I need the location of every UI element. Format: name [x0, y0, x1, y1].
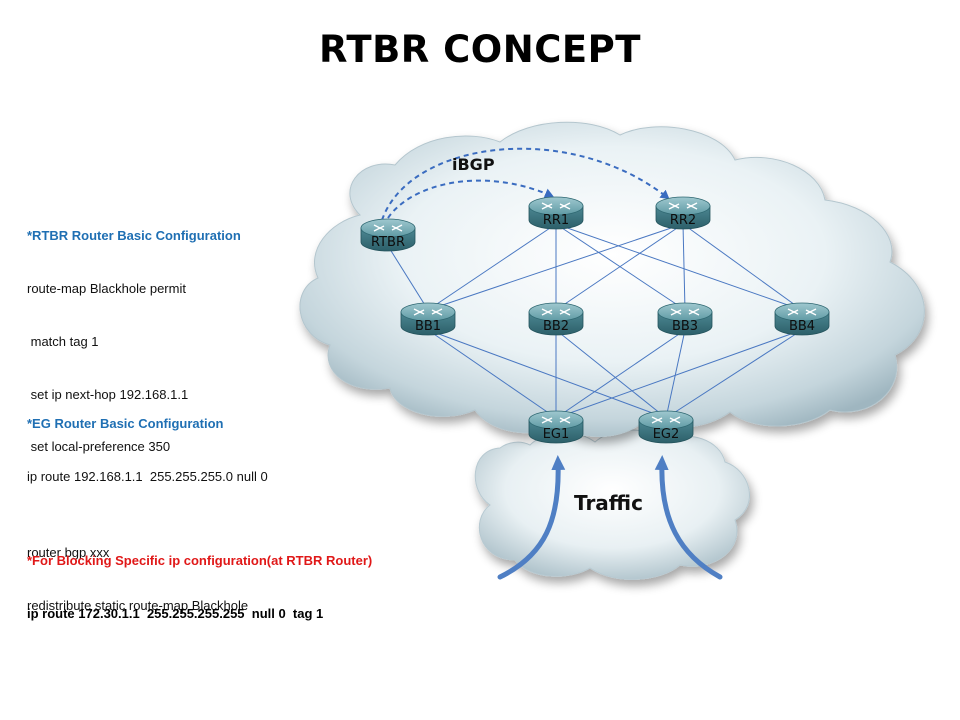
router-label: BB2 [543, 319, 569, 334]
router-label: EG2 [653, 427, 680, 442]
link-bb1-eg1 [427, 329, 557, 419]
router-label: BB1 [415, 319, 441, 334]
router-arrows-icon [541, 308, 571, 316]
link-rr2-bb2 [555, 223, 684, 311]
router-arrows-icon [670, 308, 700, 316]
router-arrows-icon [787, 308, 817, 316]
backbone-cloud [299, 121, 925, 437]
router-arrows-icon [668, 202, 698, 210]
rtbr-config-line: router bgp xxx [27, 544, 110, 560]
router-rtbr: RTBR [360, 218, 416, 252]
router-arrows-icon [651, 416, 681, 424]
router-arrows-icon [541, 202, 571, 210]
rtbr-config-line: route-map Blackhole permit [27, 280, 186, 296]
link-rr2-bb3 [682, 223, 686, 311]
traffic-arrow-eg2 [654, 455, 723, 580]
router-label: BB4 [789, 319, 815, 334]
ibgp-session-rtbr-rr1 [387, 179, 554, 219]
traffic-arrow-eg1 [497, 455, 566, 580]
ibgp-label: iBGP [452, 155, 495, 174]
network-links [387, 223, 803, 419]
router-rr2: RR2 [655, 196, 711, 230]
block-config-block: *For Blocking Specific ip configuration(… [27, 517, 372, 640]
eg-config-block: *EG Router Basic Configuration ip route … [27, 380, 268, 503]
link-bb4-eg2 [665, 329, 803, 419]
link-bb3-eg2 [665, 329, 686, 419]
link-rtbr-bb1 [387, 245, 429, 311]
rtbr-config-header: *RTBR Router Basic Configuration [27, 228, 241, 244]
page-title: RTBR CONCEPT [319, 28, 641, 71]
rtbr-config-line: match tag 1 [27, 333, 99, 349]
link-bb1-eg2 [427, 329, 667, 419]
rtbr-config-line: redistribute static route-map Blackhole [27, 597, 249, 613]
router-label: RR1 [543, 213, 569, 228]
router-label: BB3 [672, 319, 698, 334]
rtbr-config-line: set ip next-hop 192.168.1.1 [27, 386, 189, 402]
router-label: EG1 [543, 427, 570, 442]
block-config-header: *For Blocking Specific ip configuration(… [27, 553, 373, 569]
router-bb2: BB2 [528, 302, 584, 336]
link-bb4-eg1 [555, 329, 803, 419]
router-rr1: RR1 [528, 196, 584, 230]
link-rr2-bb4 [682, 223, 803, 311]
eg-config-line: ip route 192.168.1.1 255.255.255.0 null … [27, 468, 268, 484]
router-label: RR2 [670, 213, 696, 228]
router-arrows-icon [541, 416, 571, 424]
router-bb1: BB1 [400, 302, 456, 336]
traffic-label: Traffic [574, 491, 643, 515]
link-bb3-eg1 [555, 329, 686, 419]
router-arrows-icon [373, 224, 403, 232]
link-rr1-bb4 [555, 223, 803, 311]
router-arrows-icon [413, 308, 443, 316]
router-bb4: BB4 [774, 302, 830, 336]
router-label: RTBR [371, 235, 405, 250]
eg-config-header: *EG Router Basic Configuration [27, 416, 224, 432]
link-bb2-eg2 [555, 329, 667, 419]
router-eg2: EG2 [638, 410, 694, 444]
link-rr2-bb1 [427, 223, 684, 311]
ibgp-sessions [381, 147, 670, 221]
block-config-line: ip route 172.30.1.1 255.255.255.255 null… [27, 605, 324, 621]
ibgp-session-rtbr-rr2 [381, 147, 670, 221]
rtbr-config-line: set local-preference 350 [27, 439, 171, 455]
link-rr1-bb3 [555, 223, 686, 311]
link-rr1-bb1 [427, 223, 557, 311]
router-eg1: EG1 [528, 410, 584, 444]
rtbr-config-block: *RTBR Router Basic Configuration route-m… [27, 192, 248, 632]
traffic-arrows [497, 455, 723, 580]
router-bb3: BB3 [657, 302, 713, 336]
